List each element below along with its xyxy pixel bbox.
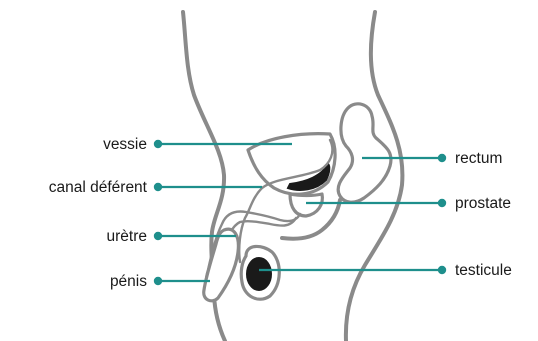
penis-dot [154,277,162,285]
testicule-dot [438,266,446,274]
penis-shape [204,229,239,301]
label-uretre: urètre [107,228,148,245]
prostate-dot [438,199,446,207]
label-rectum: rectum [455,150,502,167]
prostate-shape [290,194,322,216]
label-canal-deferent: canal déférent [49,179,148,196]
testicle-shape [247,258,271,290]
vessie-dot [154,140,162,148]
label-prostate: prostate [455,195,511,212]
uretre-dot [154,232,162,240]
label-penis: pénis [110,273,147,290]
rectum-shape [338,104,391,202]
canal-deferent-dot [154,183,162,191]
rectum-dot [438,154,446,162]
label-vessie: vessie [103,136,147,153]
label-testicule: testicule [455,262,512,279]
